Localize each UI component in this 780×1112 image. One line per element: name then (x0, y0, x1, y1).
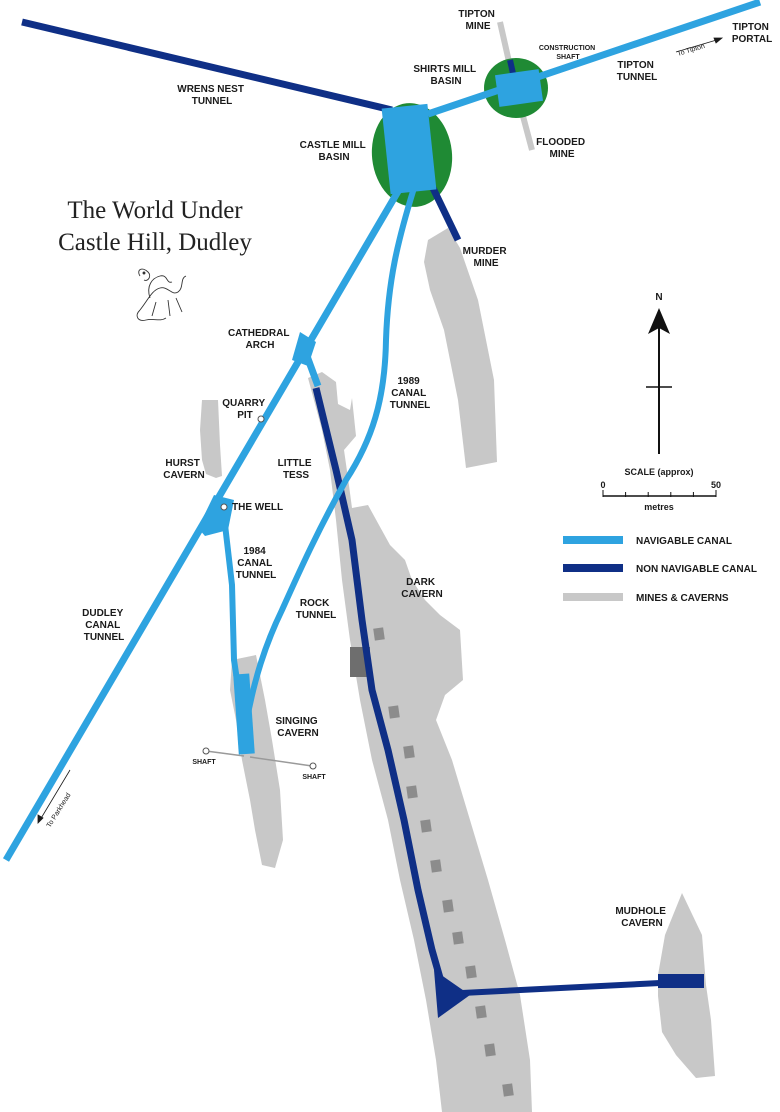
cathedral-arch-shape (292, 332, 316, 366)
cavern-pillars (350, 627, 514, 1097)
canal-tunnel-1984-label: 1984 CANAL TUNNEL (236, 546, 277, 581)
construction-shaft-label: CONSTRUCTION SHAFT (539, 45, 597, 61)
hurst-cavern-shape (200, 400, 222, 478)
singing-cavern-label: SINGING CAVERN (275, 716, 320, 739)
north-arrow: N (646, 292, 672, 454)
pillar (373, 627, 385, 641)
pillar (430, 859, 442, 873)
mudhole-cavern-label: MUDHOLE CAVERN (615, 906, 668, 929)
pillar (502, 1083, 514, 1097)
dragon-tail (136, 309, 167, 321)
little-tess-label: LITTLE TESS (278, 458, 315, 481)
murder-mine-shape (424, 228, 497, 468)
dragon-emblem-icon (136, 268, 187, 321)
map-title-line2: Castle Hill, Dudley (58, 229, 252, 256)
dudley-canal-tunnel-label: DUDLEY CANAL TUNNEL (82, 608, 126, 643)
mudhole-canal-end (658, 974, 704, 988)
dragon-head (138, 268, 151, 281)
pillar (452, 931, 464, 945)
legend-label-mines: MINES & CAVERNS (636, 593, 729, 604)
legend-swatch-non-navigable (563, 564, 623, 572)
little-tess-canal-line (312, 387, 446, 986)
the-well-marker (220, 503, 228, 511)
map-title-line1: The World Under (67, 197, 243, 224)
quarry-pit-marker (257, 415, 265, 423)
tipton-portal-label: TIPTON PORTAL (732, 22, 772, 45)
pillar (420, 819, 432, 833)
quarry-pit-label: QUARRY PIT (222, 398, 268, 421)
non-navigable-canals (21, 18, 704, 996)
canal-tunnel-1989-line (243, 187, 417, 725)
shirts-mill-basin (494, 69, 544, 107)
to-tipton-label: To Tipton (677, 43, 706, 58)
scale-ticks (602, 490, 717, 497)
dragon-wing (148, 275, 173, 299)
shafts (205, 750, 313, 767)
dark-cavern-label: DARK CAVERN (401, 577, 442, 600)
dragon-body (139, 275, 187, 311)
castle-mill-basin-label: CASTLE MILL BASIN (300, 140, 369, 163)
tipton-tunnel-line (426, 0, 762, 118)
shirts-mill-basin-label: SHIRTS MILL BASIN (413, 64, 478, 87)
scale-bar: SCALE (approx) 0 50 metres (600, 467, 721, 512)
murder-mine-canal-line (428, 184, 462, 242)
pillar (475, 1005, 487, 1019)
pillar (442, 899, 454, 913)
tipton-mine-label: TIPTON MINE (458, 9, 497, 32)
direction-arrows (37, 37, 724, 824)
singing-cavern-canal-end (233, 673, 255, 755)
scale-min-label: 0 (600, 480, 605, 490)
tipton-tunnel-label: TIPTON TUNNEL (617, 60, 658, 83)
flooded-mine-label: FLOODED MINE (536, 137, 588, 160)
shaft-marker-left (202, 747, 210, 755)
to-parkhead-arrowhead (37, 814, 44, 824)
pillar (465, 965, 477, 979)
hurst-cavern-label: HURST CAVERN (163, 458, 204, 481)
north-label: N (655, 292, 662, 303)
to-tipton-arrowhead (713, 37, 724, 44)
wrens-nest-tunnel-line (21, 18, 393, 114)
pillar (406, 785, 418, 799)
legend-swatch-mines (563, 593, 623, 601)
scale-max-label: 50 (711, 480, 721, 490)
shaft-left-label: SHAFT (192, 759, 216, 766)
dark-cavern-shape (308, 372, 532, 1112)
to-parkhead-label: To Parkhead (46, 792, 73, 829)
shaft-right-label: SHAFT (302, 774, 326, 781)
mudhole-canal-line (461, 980, 661, 996)
shaft-line-left (205, 750, 245, 757)
canal-tunnel-1989-label: 1989 CANAL TUNNEL (390, 376, 431, 411)
dragon-eye (142, 271, 146, 275)
castle-mill-basin (381, 103, 437, 195)
north-arrowhead-icon (648, 308, 670, 334)
the-well-label: THE WELL (232, 502, 283, 513)
junction-triangle (434, 970, 470, 1018)
point-markers (202, 415, 317, 770)
scale-title: SCALE (approx) (624, 467, 693, 477)
legend-swatch-navigable (563, 536, 623, 544)
pillar (484, 1043, 496, 1057)
legend-label-non-navigable: NON NAVIGABLE CANAL (636, 564, 757, 575)
wrens-nest-tunnel-label: WRENS NEST TUNNEL (177, 84, 246, 107)
legend: NAVIGABLE CANAL NON NAVIGABLE CANAL MINE… (563, 536, 757, 604)
shaft-marker-right (309, 762, 317, 770)
pillar (403, 745, 415, 759)
dragon-legs (151, 297, 183, 317)
shaft-line-right (249, 756, 313, 767)
murder-mine-label: MURDER MINE (463, 246, 510, 269)
legend-label-navigable: NAVIGABLE CANAL (636, 536, 732, 547)
scale-unit-label: metres (644, 502, 674, 512)
to-tipton-arrow (675, 38, 721, 53)
pillar (388, 705, 400, 719)
to-parkhead-arrow (39, 769, 71, 821)
cathedral-arch-label: CATHEDRAL ARCH (228, 328, 292, 351)
rock-tunnel-label: ROCK TUNNEL (296, 598, 337, 621)
